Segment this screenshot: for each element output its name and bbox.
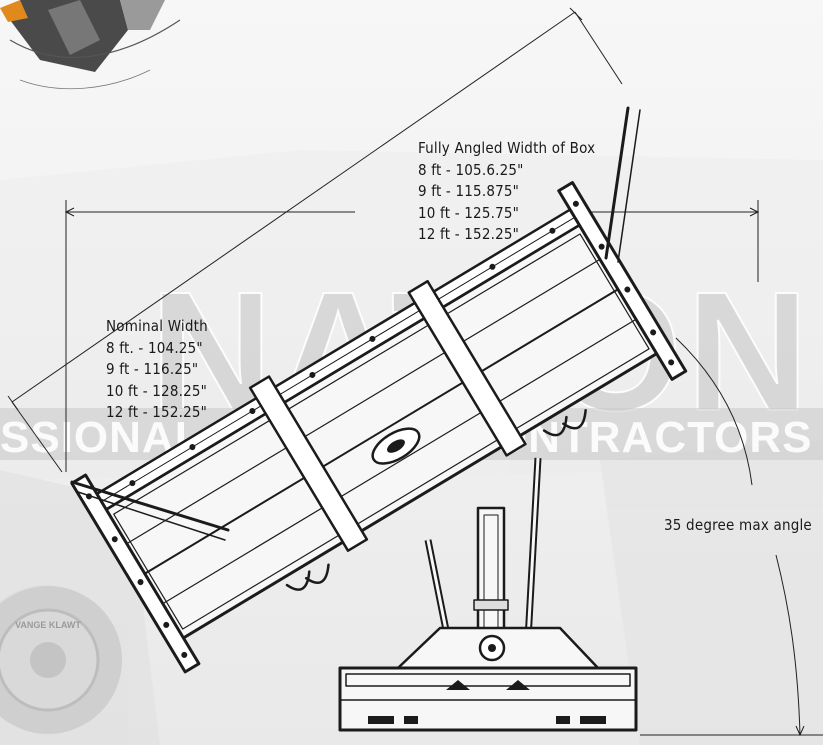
nominal-width-title: Nominal Width — [106, 317, 208, 335]
box-width-label: Fully Angled Width of Box 8 ft - 105.6.2… — [418, 138, 595, 246]
tire-brand: VANGE KLAWT — [15, 620, 81, 630]
logo-fragment — [0, 0, 181, 90]
nominal-width-row: 12 ft - 152.25" — [106, 403, 208, 421]
lift-base — [338, 457, 638, 732]
box-width-row: 8 ft - 105.6.25" — [418, 160, 524, 179]
box-width-row: 12 ft - 152.25" — [418, 225, 520, 243]
dump-box — [70, 106, 688, 674]
box-width-row: 10 ft - 125.75" — [418, 203, 520, 222]
max-angle-label: 35 degree max angle — [664, 516, 812, 534]
box-width-title: Fully Angled Width of Box — [418, 139, 596, 157]
box-width-row: 9 ft - 115.875" — [418, 182, 520, 200]
dimension-lines — [7, 7, 823, 737]
nominal-width-row: 10 ft - 128.25" — [106, 381, 208, 400]
nominal-width-label: Nominal Width 8 ft. - 104.25" 9 ft - 116… — [106, 316, 208, 424]
tire-image: VANGE KLAWT — [0, 586, 122, 734]
nominal-width-row: 8 ft. - 104.25" — [106, 338, 203, 357]
nominal-width-row: 9 ft - 116.25" — [106, 360, 199, 378]
